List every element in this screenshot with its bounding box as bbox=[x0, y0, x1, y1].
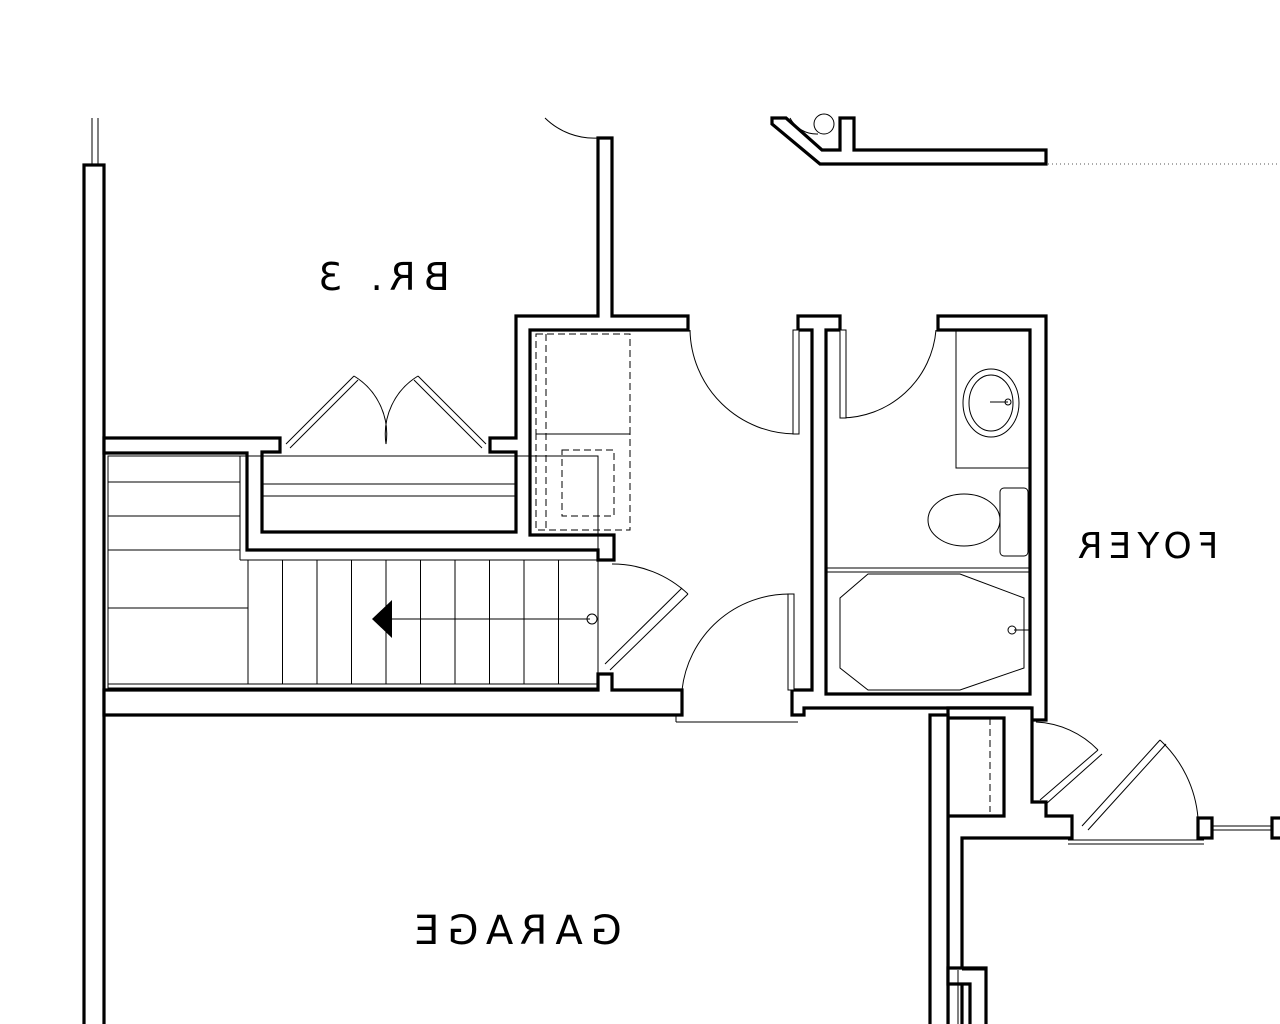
top-left-wall-lines bbox=[91, 118, 99, 165]
left-exterior-wall bbox=[82, 163, 106, 1024]
dryer-outline bbox=[535, 433, 631, 531]
bath-door-swing bbox=[839, 329, 937, 419]
bathtub bbox=[839, 573, 1025, 691]
room-label-br3: BR. 3 bbox=[310, 255, 449, 299]
hall-right-wall bbox=[790, 314, 1048, 722]
stair-outline bbox=[107, 455, 599, 689]
toilet-bowl bbox=[927, 493, 1001, 547]
bifold-door-left bbox=[285, 375, 355, 445]
stair-door-swing bbox=[611, 563, 689, 595]
walls bbox=[82, 116, 1280, 1024]
bath-fixtures bbox=[826, 329, 1031, 691]
closet-inner-wall bbox=[946, 716, 1006, 818]
side-door-swing bbox=[1035, 721, 1099, 751]
exterior-post-b bbox=[1270, 816, 1280, 840]
room-label-garage: GARAGE bbox=[406, 908, 621, 954]
washer-outline bbox=[535, 333, 631, 435]
top-right-wall bbox=[770, 116, 1048, 166]
shelving bbox=[262, 333, 991, 1024]
garage-divider-wall bbox=[928, 713, 950, 1024]
bifold-door-right bbox=[417, 375, 487, 445]
exterior-door-swing bbox=[1159, 739, 1199, 819]
garage-door-swing bbox=[681, 593, 791, 691]
hall-door-swing-1 bbox=[689, 329, 797, 435]
vanity bbox=[955, 329, 1031, 469]
top-right-door-swing bbox=[789, 117, 819, 135]
br3-entry-door-swing bbox=[544, 117, 599, 139]
stair-direction-arrow bbox=[372, 600, 392, 638]
stairs bbox=[107, 455, 599, 689]
br3-closet-wall bbox=[102, 136, 690, 562]
toilet-tank bbox=[999, 487, 1029, 557]
room-label-foyer: FOYER bbox=[1072, 526, 1219, 567]
stair-bottom-wall bbox=[102, 672, 684, 717]
doors bbox=[285, 113, 1272, 845]
exterior-post-a bbox=[1196, 816, 1214, 840]
sink bbox=[962, 368, 1020, 438]
room-labels: BR. 3 FOYER GARAGE bbox=[310, 255, 1218, 954]
